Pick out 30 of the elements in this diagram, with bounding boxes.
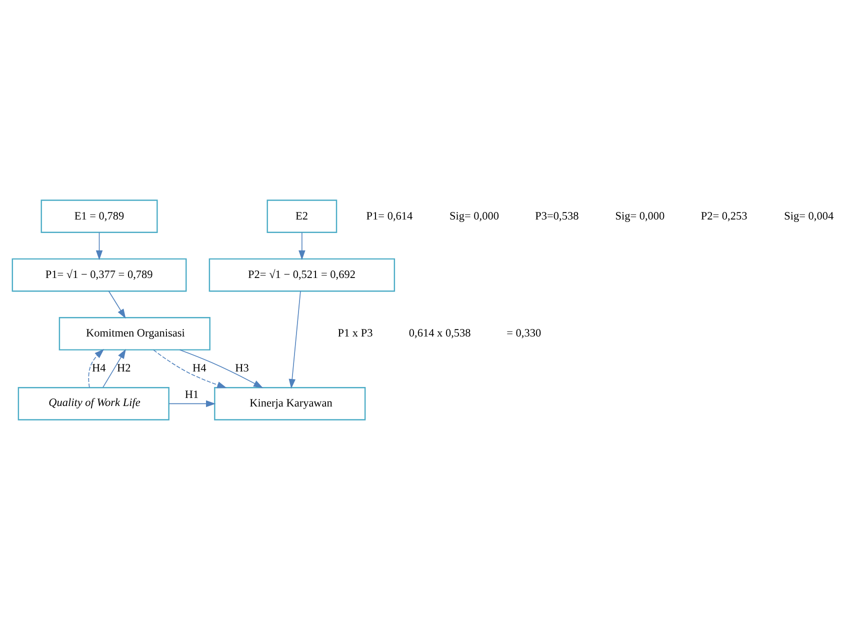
arrow xyxy=(96,232,103,260)
edge-label: H3 xyxy=(235,362,249,374)
arrow xyxy=(168,400,216,407)
arrow xyxy=(102,348,126,388)
label: = 0,330 xyxy=(506,327,542,340)
arrow xyxy=(153,349,227,388)
node-box: E2 xyxy=(266,199,338,232)
node-box: Quality of Work Life xyxy=(18,386,170,420)
arrow xyxy=(108,290,126,318)
arrow xyxy=(298,232,306,260)
node-box: Komitmen Organisasi xyxy=(58,316,210,350)
node-box: E1 = 0,789 xyxy=(40,199,158,232)
label: P2= 0,253 xyxy=(700,210,748,222)
label: Sig= 0,004 xyxy=(784,210,834,222)
edge-label: H2 xyxy=(116,362,131,374)
label: P3=0,538 xyxy=(535,210,579,222)
node-box: Kinerja Karyawan xyxy=(214,386,366,420)
label: P1= 0,614 xyxy=(366,210,413,222)
node-box: P1= √1 − 0,377 = 0,789 xyxy=(12,258,187,292)
label: P1 x P3 xyxy=(338,327,373,340)
arrow xyxy=(179,348,264,388)
node-box: P2= √1 − 0,521 = 0,692 xyxy=(208,258,396,292)
label: 0,614 x 0,538 xyxy=(408,327,471,340)
label: Sig= 0,000 xyxy=(450,210,500,222)
edge-label: H4 xyxy=(92,362,106,374)
edge-label: H1 xyxy=(184,388,199,401)
edge-label: H4 xyxy=(192,362,206,374)
label: Sig= 0,000 xyxy=(615,210,665,222)
arrow xyxy=(288,290,301,388)
arrow xyxy=(88,348,104,388)
